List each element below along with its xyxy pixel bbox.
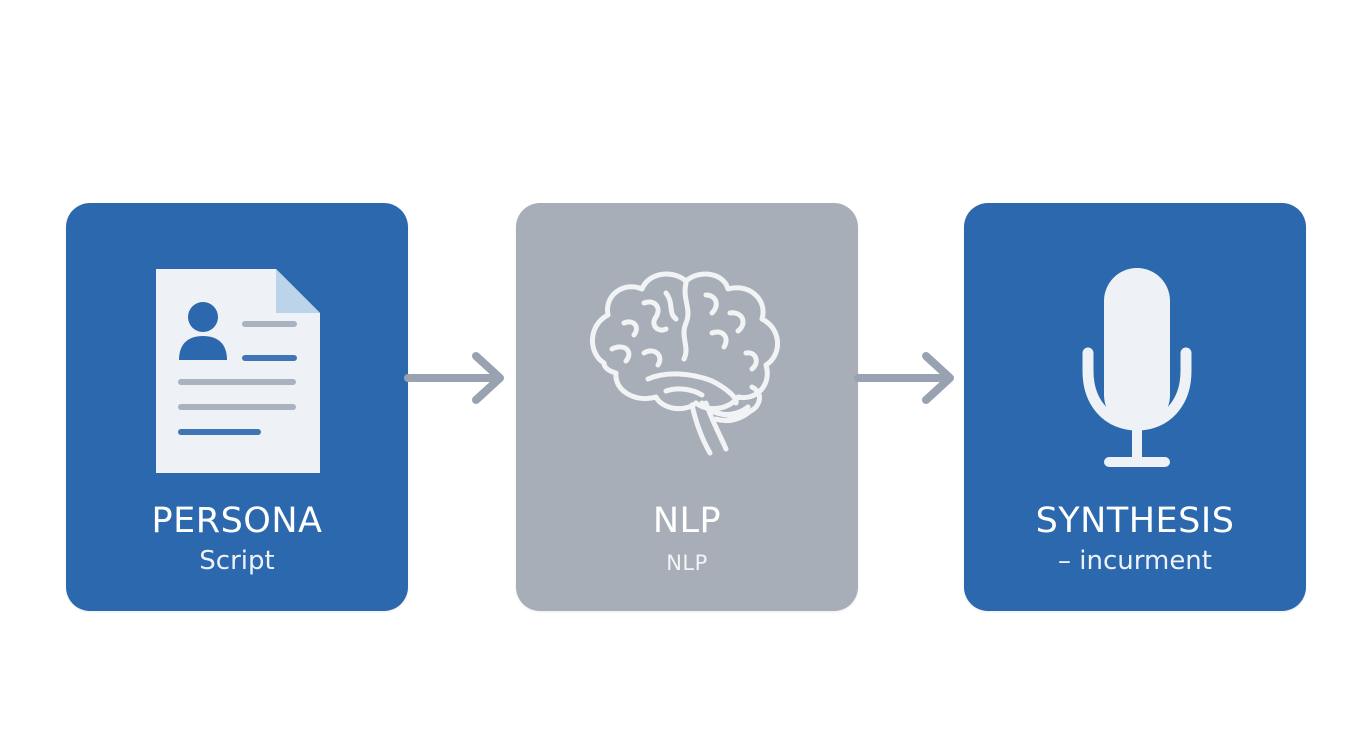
nlp-card: NLP NLP [516, 203, 858, 611]
synthesis-card: SYNTHESIS – incurment [964, 203, 1306, 611]
microphone-icon [1082, 268, 1192, 467]
nlp-subtitle: NLP [666, 551, 708, 575]
persona-title: PERSONA [151, 501, 323, 541]
persona-subtitle: Script [199, 546, 275, 576]
synthesis-subtitle: – incurment [1058, 546, 1212, 576]
document-profile-icon [156, 269, 320, 473]
arrow-right-icon [854, 352, 954, 404]
nlp-title: NLP [652, 501, 722, 541]
brain-icon [590, 271, 780, 456]
synthesis-title: SYNTHESIS [1035, 501, 1235, 541]
persona-card: PERSONA Script [66, 203, 408, 611]
arrow-right-icon [404, 352, 504, 404]
